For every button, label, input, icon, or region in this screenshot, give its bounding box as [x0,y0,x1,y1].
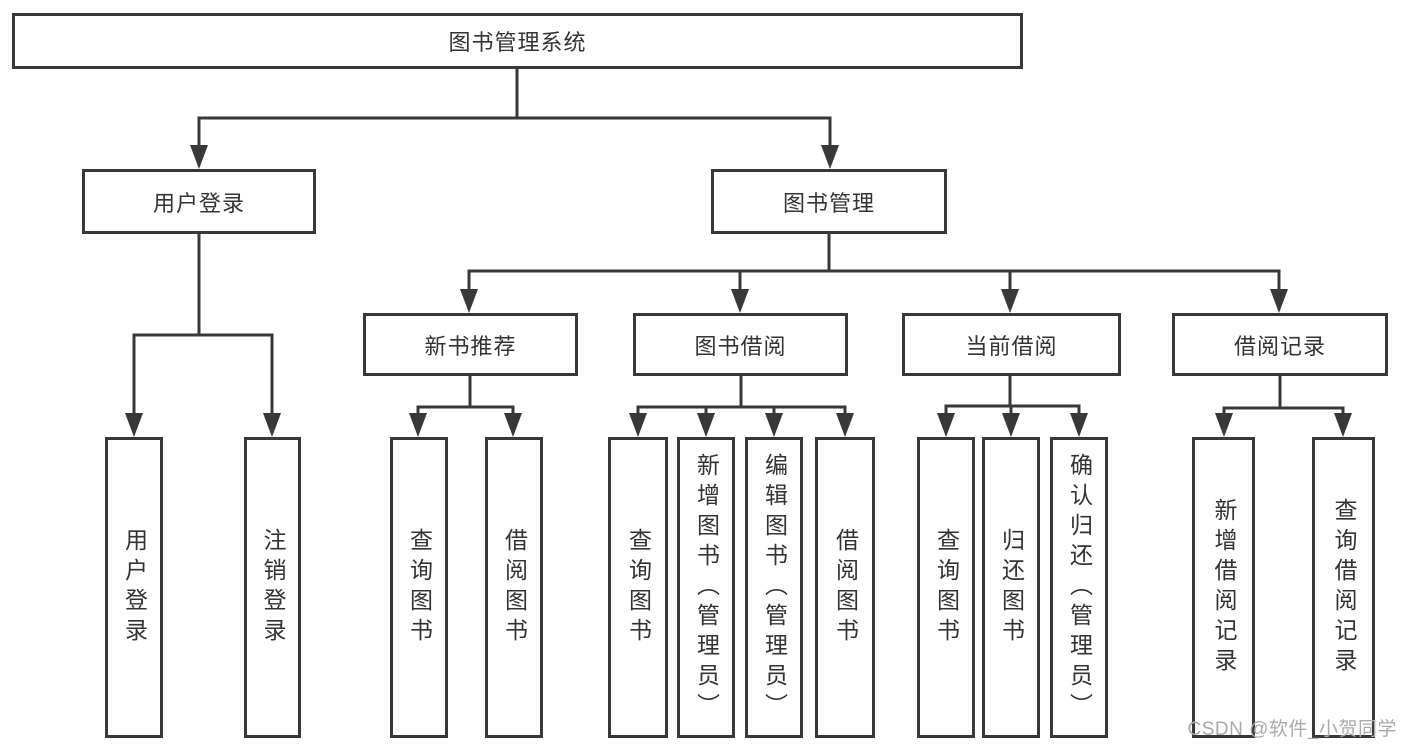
node-book-borrow-label: 图书借阅 [694,333,787,359]
leaf-return-book-label: 归还图书 [998,527,1025,648]
node-user-login-label: 用户登录 [152,190,245,216]
leaf-logout: 注销登录 [244,437,301,738]
leaf-borrow-book-recommend-label: 借阅图书 [501,527,528,648]
node-root-system: 图书管理系统 [12,13,1023,69]
leaf-confirm-return-admin-label: 确认归还（管理员） [1066,452,1093,723]
node-current-borrow-label: 当前借阅 [965,333,1058,359]
leaf-add-book-admin-label: 新增图书（管理员） [693,452,720,723]
node-book-management-label: 图书管理 [782,190,875,216]
leaf-query-book-current-label: 查询图书 [933,527,960,648]
leaf-borrow-book: 借阅图书 [815,437,875,738]
node-borrow-record: 借阅记录 [1172,313,1388,376]
leaf-query-book-current: 查询图书 [917,437,975,738]
leaf-logout-label: 注销登录 [260,527,286,648]
leaf-query-borrow-record-label: 查询借阅记录 [1331,497,1357,678]
leaf-query-book-recommend-label: 查询图书 [406,527,433,648]
node-current-borrow: 当前借阅 [902,313,1121,376]
leaf-query-book-borrow-label: 查询图书 [625,527,652,648]
leaf-add-borrow-record: 新增借阅记录 [1192,437,1255,738]
leaf-edit-book-admin-label: 编辑图书（管理员） [761,452,788,723]
leaf-add-book-admin: 新增图书（管理员） [677,437,735,738]
leaf-query-book-recommend: 查询图书 [390,437,448,738]
leaf-confirm-return-admin: 确认归还（管理员） [1050,437,1108,738]
leaf-user-login: 用户登录 [105,437,163,738]
node-root-label: 图书管理系统 [448,30,587,55]
leaf-return-book: 归还图书 [982,437,1040,738]
leaf-add-borrow-record-label: 新增借阅记录 [1211,497,1237,678]
leaf-query-book-borrow: 查询图书 [608,437,668,738]
node-borrow-record-label: 借阅记录 [1233,333,1326,359]
leaf-user-login-label: 用户登录 [121,527,148,648]
leaf-borrow-book-label: 借阅图书 [832,527,859,648]
node-book-borrow: 图书借阅 [633,313,848,376]
node-new-book-recommend-label: 新书推荐 [424,333,517,359]
watermark: CSDN @软件_小贺同学 [1187,719,1397,740]
node-new-book-recommend: 新书推荐 [363,313,578,376]
leaf-edit-book-admin: 编辑图书（管理员） [745,437,803,738]
node-book-management: 图书管理 [711,169,947,234]
leaf-query-borrow-record: 查询借阅记录 [1312,437,1375,738]
leaf-borrow-book-recommend: 借阅图书 [485,437,543,738]
node-user-login: 用户登录 [82,169,316,234]
